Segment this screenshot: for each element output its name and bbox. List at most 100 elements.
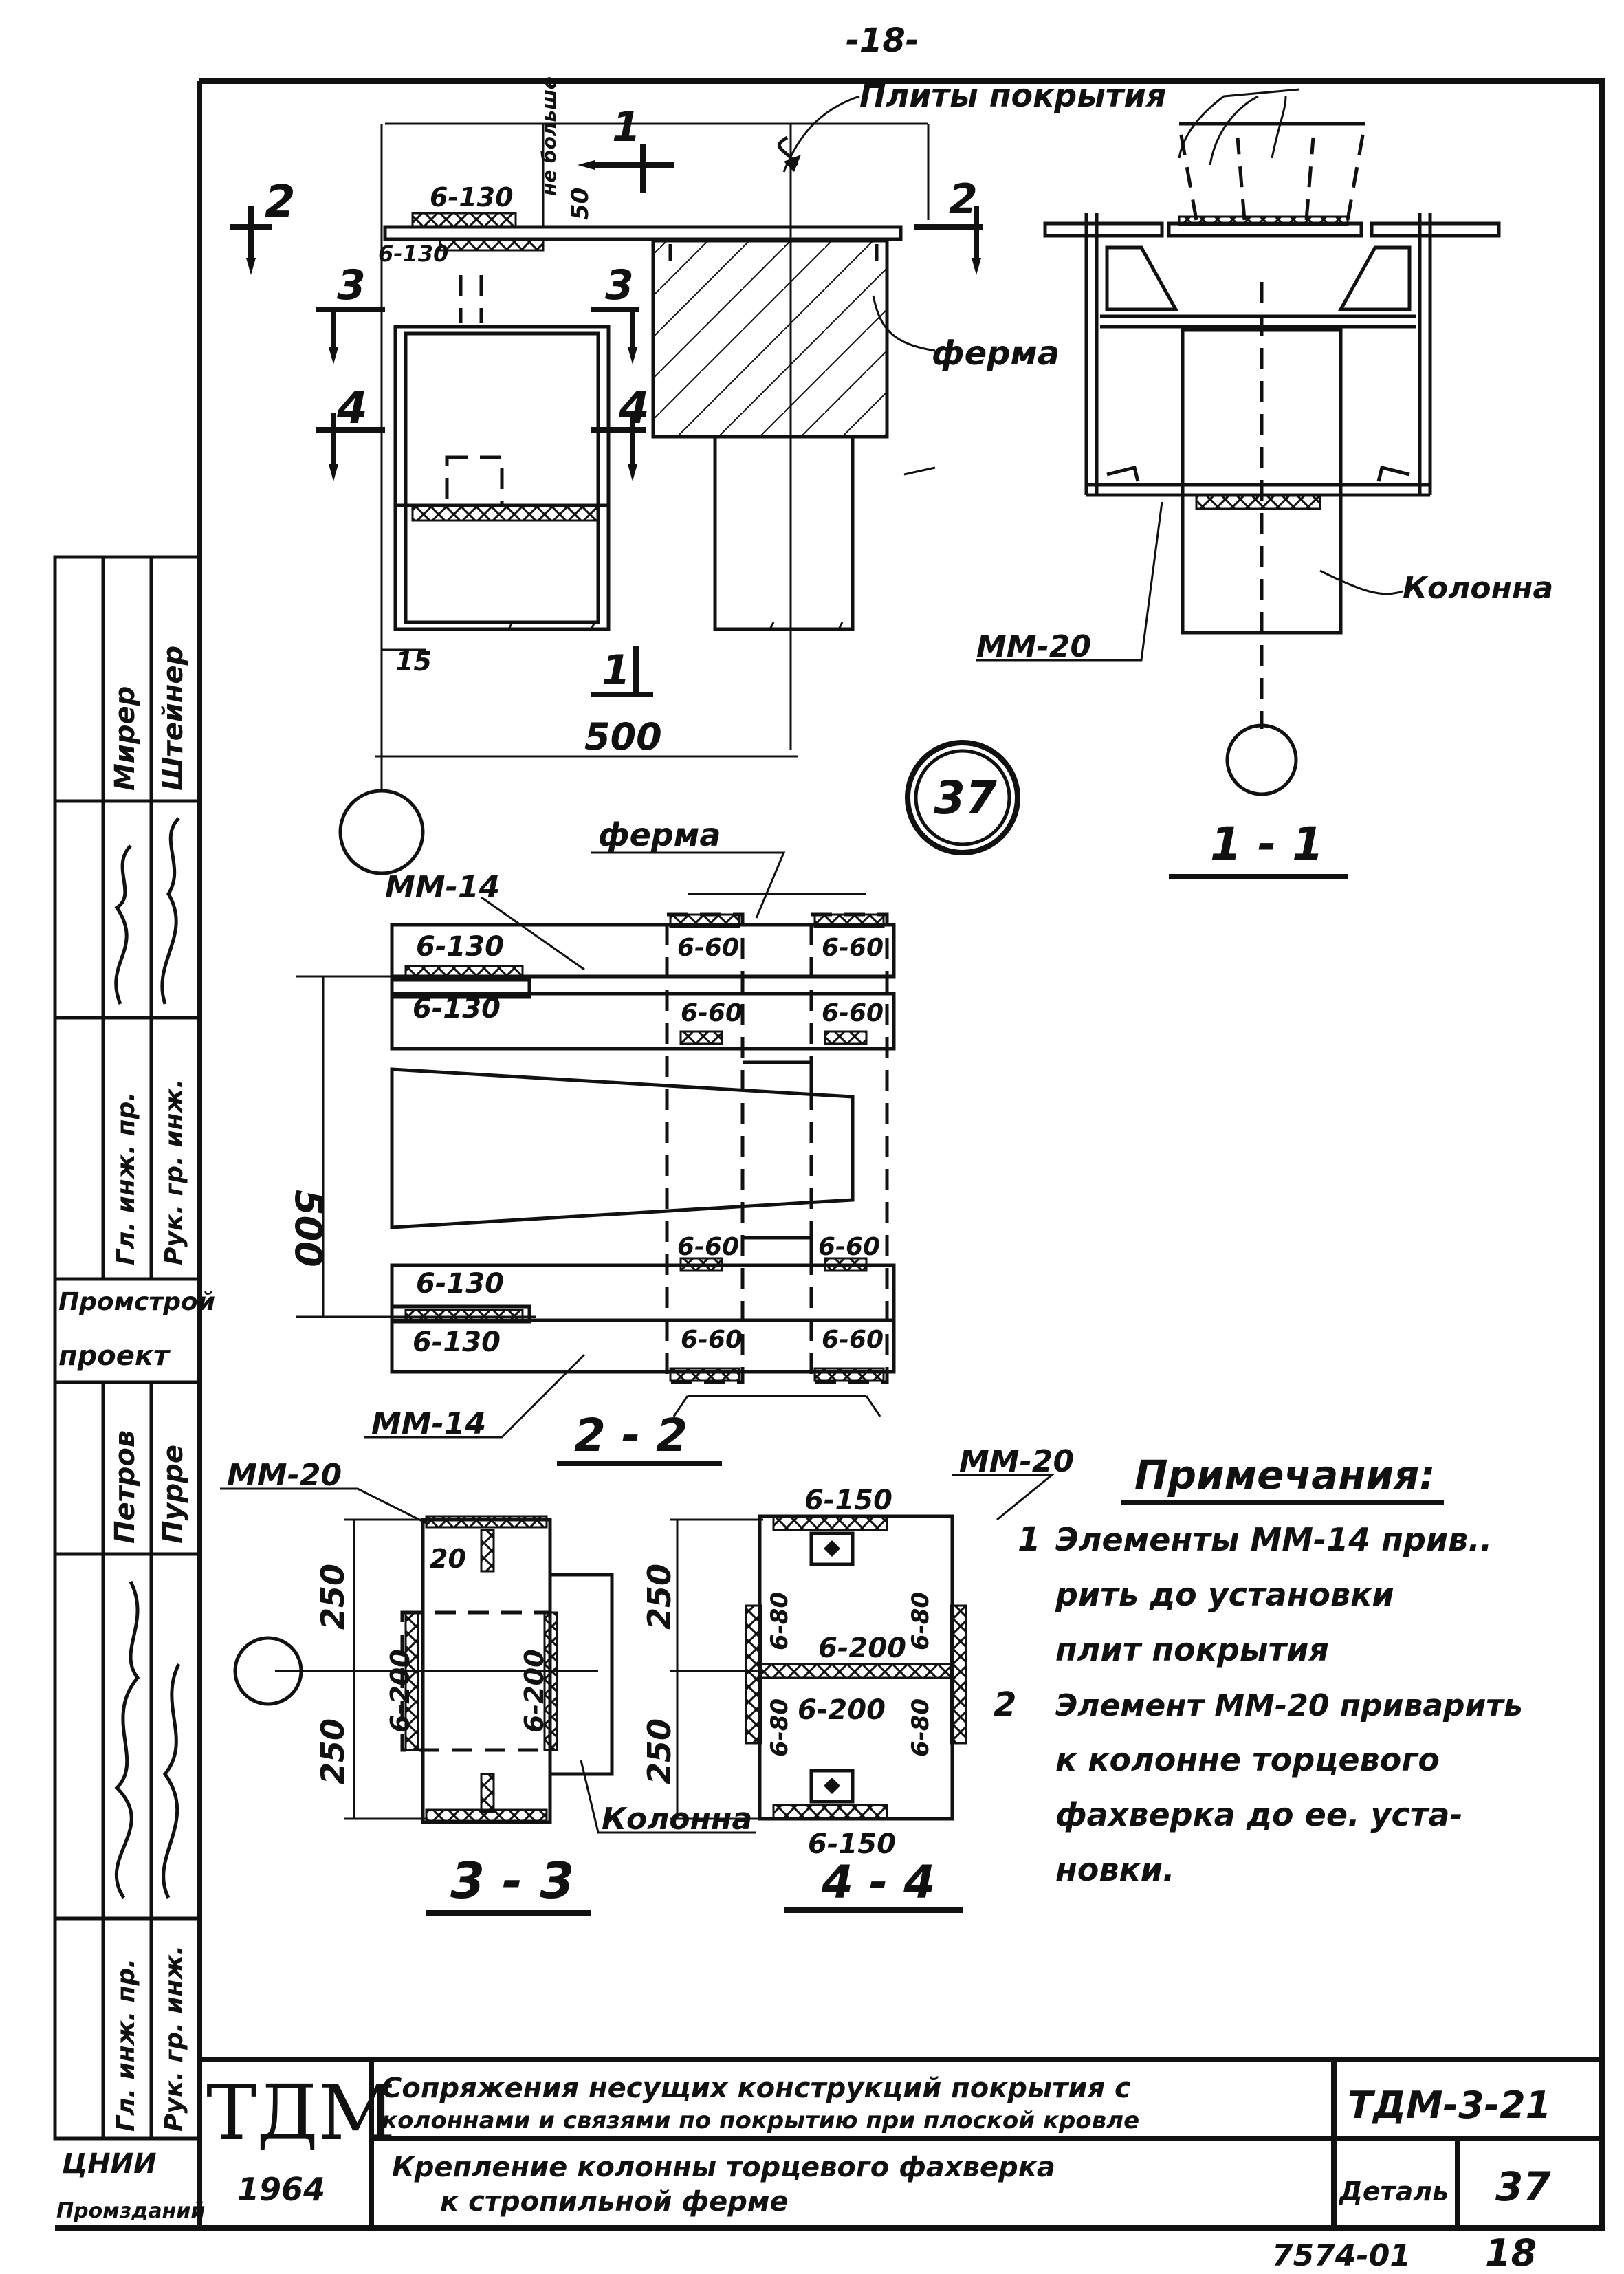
side-stamp: Мирер Штейнер Гл. инж. пр. Рук. гр. инж.…	[53, 555, 215, 2223]
section-title-1-1: 1 - 1	[1210, 818, 1324, 871]
note-2-number: 2	[994, 1685, 1016, 1724]
weld-4-4-200b: 6-200	[798, 1694, 886, 1726]
weld-3-3-200b: 6-200	[519, 1649, 549, 1733]
weld-4-4-150a: 6-150	[804, 1485, 892, 1516]
weld-3-3-200a: 6-200	[385, 1649, 415, 1733]
notes: Примечания: 1 Элементы ММ-14 прив.. рить…	[994, 1452, 1523, 1888]
label-mm20-b: ММ-20	[227, 1458, 342, 1493]
stamp-role-1a: Гл. инж. пр.	[112, 1092, 140, 1265]
label-kolonna: Колонна	[1403, 571, 1553, 606]
label-ferma: ферма	[932, 334, 1060, 373]
section-markers: 2 2 1 1 3 3 4 4	[230, 103, 983, 697]
weld-2-2-130d: 6-130	[413, 1326, 501, 1358]
section-3-3: ММ-20 250 250 20 6-200 6-200 Колонна 3 -…	[220, 1458, 756, 1916]
section-mark-4-left: 4	[336, 383, 368, 434]
title-line-2: колоннами и связями по покрытию при плос…	[382, 2107, 1139, 2134]
notes-title: Примечания:	[1134, 1452, 1436, 1498]
note-2-line-4: новки.	[1055, 1851, 1174, 1888]
title-block: ТДМ 1964 Сопряжения несущих конструкций …	[199, 2057, 1602, 2228]
dim-20: 20	[430, 1544, 466, 1574]
weld-2-2-60b: 6-60	[822, 934, 884, 962]
stamp-role-1b: Рук. гр. инж.	[160, 1079, 188, 1265]
section-mark-2-left: 2	[265, 177, 296, 228]
label-ne-bolshe: не больше	[538, 76, 560, 196]
section-mark-1-bottom: 1	[602, 646, 630, 695]
weld-2-2-60f: 6-60	[818, 1233, 880, 1261]
dim-500-top: 500	[584, 715, 662, 758]
elevation-view: 50 не больше 500 15 6-130 6-130 ферма Пл…	[338, 76, 1166, 875]
title-detail-value: 37	[1495, 2163, 1551, 2210]
stamp-org-3: ЦНИИ	[62, 2148, 157, 2180]
dim-500-side: 500	[287, 1190, 330, 1267]
weld-4-4-80c: 6-80	[766, 1698, 793, 1757]
label-mm14-top: ММ-14	[385, 870, 500, 905]
weld-2-2-60e: 6-60	[677, 1233, 739, 1261]
note-1-number: 1	[1018, 1520, 1040, 1559]
note-2-line-3: фахверка до ее. уста-	[1055, 1796, 1463, 1833]
note-1-line-2: рить до установки	[1055, 1576, 1394, 1613]
stamp-role-2a: Гл. инж. пр.	[112, 1958, 140, 2132]
title-logo: ТДМ	[206, 2068, 395, 2156]
section-mark-1-top: 1	[612, 103, 641, 151]
stamp-name-4: Пурре	[157, 1445, 189, 1544]
section-title-3-3: 3 - 3	[450, 1852, 574, 1910]
section-title-2-2: 2 - 2	[574, 1409, 688, 1462]
label-mm20-c: ММ-20	[959, 1444, 1074, 1479]
label-mm14-bottom: ММ-14	[371, 1406, 486, 1441]
weld-4-4-80a: 6-80	[766, 1592, 793, 1650]
stamp-org-2: проект	[58, 1340, 171, 1372]
stamp-name-3: Петров	[109, 1430, 141, 1544]
stamp-org-4: Промзданий	[56, 2199, 205, 2223]
title-line-4: к стропильной ферме	[440, 2186, 789, 2218]
section-1-1: Колонна ММ-20 1 - 1	[976, 88, 1553, 879]
dim-250-a: 250	[314, 1564, 351, 1630]
dim-15: 15	[395, 646, 432, 677]
label-plity-pokrytiya: Плиты покрытия	[859, 77, 1166, 114]
stamp-org-1: Промстрой	[58, 1288, 215, 1316]
weld-6-130-under: 6-130	[378, 241, 448, 267]
weld-2-2-130c: 6-130	[416, 1268, 504, 1300]
title-line-1: Сопряжения несущих конструкций покрытия …	[382, 2073, 1131, 2104]
dim-250-d: 250	[641, 1718, 678, 1784]
section-mark-3-right: 3	[605, 261, 634, 309]
dim-250-b: 250	[314, 1718, 351, 1784]
section-mark-3-left: 3	[337, 261, 366, 309]
weld-4-4-80b: 6-80	[907, 1592, 934, 1650]
weld-6-130-top: 6-130	[430, 182, 514, 212]
detail-bubble: 37	[905, 740, 1020, 855]
title-code: ТДМ-3-21	[1348, 2084, 1551, 2127]
dim-250-c: 250	[641, 1564, 678, 1630]
weld-4-4-150b: 6-150	[808, 1828, 896, 1860]
signature-2	[114, 1580, 181, 1899]
weld-2-2-60a: 6-60	[677, 934, 739, 962]
section-2-2: ферма 500 ММ-14 М	[287, 816, 896, 1466]
note-1-line-1: Элементы ММ-14 прив..	[1055, 1521, 1492, 1558]
weld-2-2-60h: 6-60	[822, 1326, 884, 1354]
footer-number: 7574-01	[1272, 2238, 1411, 2273]
stamp-role-2b: Рук. гр. инж.	[160, 1945, 188, 2132]
section-title-4-4: 4 - 4	[821, 1856, 935, 1909]
section-mark-2-right: 2	[949, 175, 978, 223]
note-1-line-3: плит покрытия	[1055, 1631, 1329, 1668]
weld-2-2-60c: 6-60	[681, 999, 743, 1027]
label-ferma-top: ферма	[598, 816, 721, 853]
label-mm20-a: ММ-20	[976, 629, 1091, 664]
title-year: 1964	[237, 2171, 325, 2208]
weld-4-4-80d: 6-80	[907, 1698, 934, 1757]
stamp-name-1: Мирер	[109, 686, 141, 791]
page-number: -18-	[846, 21, 919, 60]
stamp-name-2: Штейнер	[157, 646, 189, 791]
footer-page: 18	[1485, 2231, 1537, 2274]
detail-bubble-number: 37	[934, 772, 997, 824]
section-4-4: ММ-20 250 250 6-150 6-150 6-200 6-200 6-…	[641, 1444, 1074, 1913]
section-mark-4-right: 4	[618, 383, 650, 434]
title-line-3: Крепление колонны торцевого фахверка	[392, 2152, 1055, 2183]
weld-2-2-60d: 6-60	[822, 999, 884, 1027]
weld-2-2-60g: 6-60	[681, 1326, 743, 1354]
title-detail-label: Деталь	[1339, 2176, 1449, 2207]
note-2-line-2: к колонне торцевого	[1055, 1741, 1440, 1778]
weld-2-2-130a: 6-130	[416, 931, 504, 963]
note-2-line-1: Элемент ММ-20 приварить	[1055, 1688, 1523, 1723]
weld-2-2-130b: 6-130	[413, 993, 501, 1025]
